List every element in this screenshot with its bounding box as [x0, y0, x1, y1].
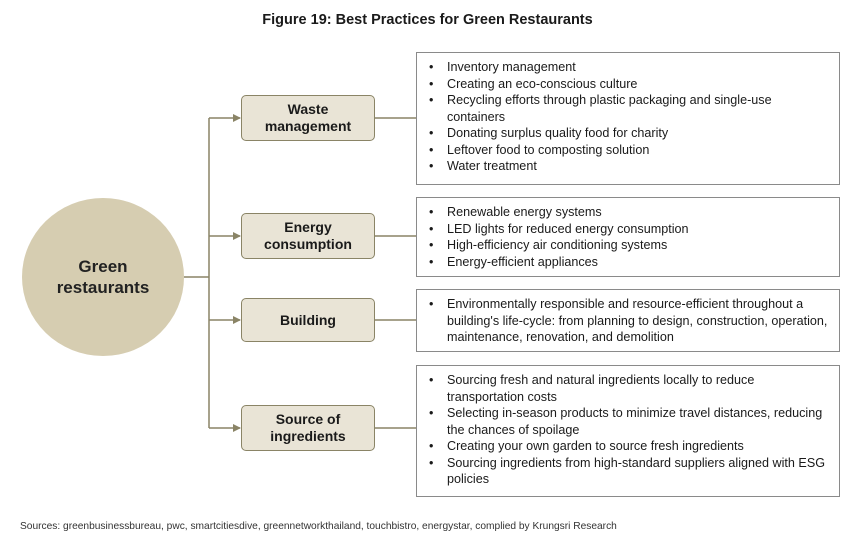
list-item: Sourcing ingredients from high-standard …	[427, 455, 831, 488]
details-source-of-ingredients: Sourcing fresh and natural ingredients l…	[416, 365, 840, 497]
details-building: Environmentally responsible and resource…	[416, 289, 840, 352]
list-item: Creating your own garden to source fresh…	[427, 438, 831, 455]
node-label: Waste management	[264, 101, 352, 134]
list-item: Water treatment	[427, 158, 831, 175]
list-item: LED lights for reduced energy consumptio…	[427, 221, 831, 238]
list-item: Selecting in-season products to minimize…	[427, 405, 831, 438]
list-item: Leftover food to composting solution	[427, 142, 831, 159]
node-energy-consumption: Energy consumption	[241, 213, 375, 259]
node-source-of-ingredients: Source of ingredients	[241, 405, 375, 451]
node-waste-management: Waste management	[241, 95, 375, 141]
node-label: Source of ingredients	[270, 411, 346, 444]
node-label: Energy consumption	[264, 219, 352, 252]
list-item: High-efficiency air conditioning systems	[427, 237, 831, 254]
details-waste-management: Inventory management Creating an eco-con…	[416, 52, 840, 185]
list-item: Donating surplus quality food for charit…	[427, 125, 831, 142]
hub-label: Green restaurants	[56, 257, 150, 297]
list-item: Environmentally responsible and resource…	[427, 296, 831, 346]
source-note: Sources: greenbusinessbureau, pwc, smart…	[20, 521, 617, 532]
node-building: Building	[241, 298, 375, 342]
list-item: Recycling efforts through plastic packag…	[427, 92, 831, 125]
list-item: Creating an eco-conscious culture	[427, 76, 831, 93]
node-label: Building	[280, 311, 336, 328]
list-item: Renewable energy systems	[427, 204, 831, 221]
list-item: Energy-efficient appliances	[427, 254, 831, 271]
list-item: Sourcing fresh and natural ingredients l…	[427, 372, 831, 405]
list-item: Inventory management	[427, 59, 831, 76]
hub-green-restaurants: Green restaurants	[22, 198, 184, 356]
details-energy-consumption: Renewable energy systems LED lights for …	[416, 197, 840, 277]
figure-title: Figure 19: Best Practices for Green Rest…	[262, 12, 593, 28]
